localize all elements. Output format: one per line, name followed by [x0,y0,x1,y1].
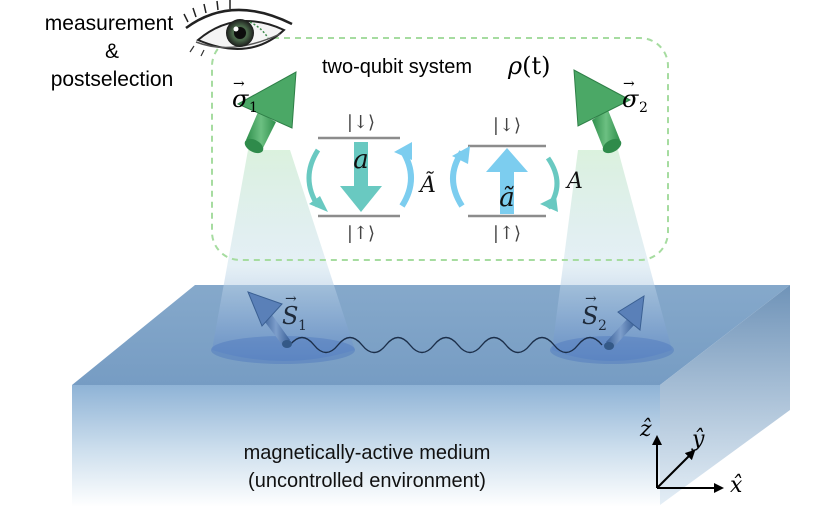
ket-up-right: |↑⟩ [493,223,521,244]
system-box [211,37,669,261]
observer-line3: postselection [51,68,174,91]
slab-front-face [72,385,660,507]
system-label: two-qubit system [322,56,472,78]
svg-text:1: 1 [249,100,258,116]
spin-s2-arrow [604,295,645,350]
axes-triad [652,435,724,493]
axis-x-label: x̂ [730,473,743,498]
rate-A-tilde: Ã [418,170,436,198]
observer-line2: & [105,40,119,63]
arrow-a-tilde-head [486,148,528,172]
rate-a: a [353,145,369,175]
svg-text:1: 1 [298,318,307,334]
qubit-sigma2-arrow [573,69,632,154]
qubit-sigma1-arrow [236,71,297,154]
axis-z-label: ẑ [639,417,652,442]
cone-left [211,150,355,364]
svg-text:σ: σ [232,85,249,113]
level-diagram-left [306,136,414,218]
label-s2: S 2 → [582,291,607,334]
svg-text:S: S [282,302,298,330]
arrow-a-head [340,186,382,212]
axis-y-label: ŷ [691,427,705,452]
svg-text:2: 2 [639,100,648,116]
svg-text:S: S [582,302,598,330]
rate-A: A [565,169,583,194]
ket-down-left: |↓⟩ [347,112,375,133]
label-sigma1: σ 1 → [232,76,258,116]
svg-text:→: → [623,76,635,92]
rate-a-tilde: ã [499,183,515,213]
eye-icon [183,0,293,57]
medium-line2: (uncontrolled environment) [248,470,486,492]
spin-s1-arrow [247,291,292,348]
level-diagram-right [450,144,560,218]
observer-line1: measurement [45,12,174,35]
svg-text:σ: σ [622,85,639,113]
svg-text:→: → [233,76,245,92]
label-s1: S 1 → [282,291,307,334]
axis-y-line [656,449,696,489]
svg-text:2: 2 [598,318,607,334]
ket-up-left: |↑⟩ [347,223,375,244]
ket-down-right: |↓⟩ [493,115,521,136]
svg-text:→: → [285,291,297,307]
coupling-wave [289,336,603,354]
label-sigma2: σ 2 → [622,76,648,116]
system-rho: ρ(t) [507,52,550,80]
medium-line1: magnetically-active medium [244,442,491,464]
svg-text:→: → [585,291,597,307]
